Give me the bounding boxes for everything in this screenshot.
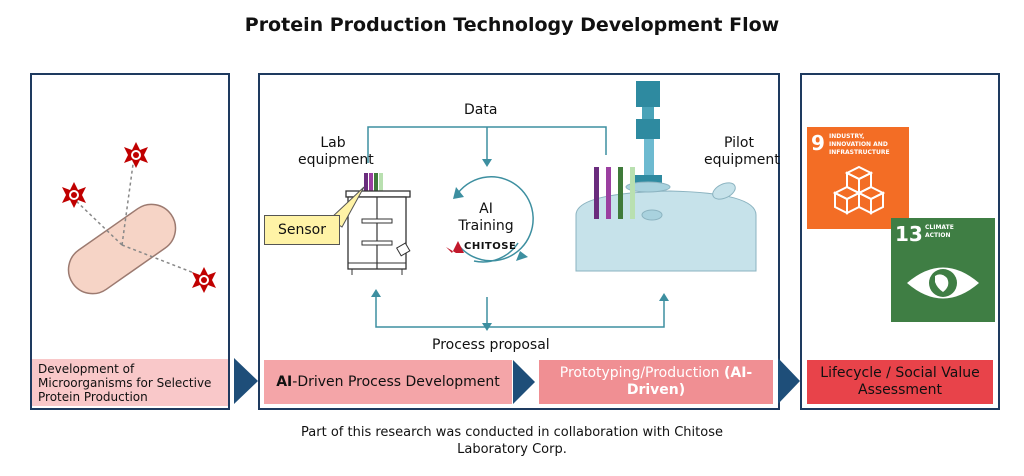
- page-title: Protein Production Technology Developmen…: [244, 14, 780, 36]
- eye-globe-icon: [907, 267, 979, 299]
- flow-arrow-icon: [778, 358, 800, 404]
- microorganism-panel: Development of Microorganisms for Select…: [30, 73, 230, 410]
- sensor-callout: Sensor: [264, 215, 340, 245]
- microorganism-label: Development of Microorganisms for Select…: [32, 359, 228, 406]
- pilot-equipment-label: Pilot equipment: [704, 135, 780, 168]
- process-development-text: -Driven Process Development: [292, 373, 500, 390]
- pilot-reactor-icon: [575, 81, 757, 272]
- process-panel: Data Lab equipment Sensor AI Training CH…: [258, 73, 780, 410]
- lab-reactor-icon: [345, 171, 411, 275]
- ai-training-label: AI Training: [458, 201, 514, 234]
- process-development-bold: AI: [276, 373, 293, 390]
- production-label: Prototyping/Production (AI-Driven): [539, 360, 773, 404]
- footnote: Part of this research was conducted in c…: [301, 425, 723, 457]
- cubes-icon: [832, 165, 886, 215]
- sdg9-badge: 9 INDUSTRY, INNOVATION AND INFRASTRUCTUR…: [807, 127, 909, 229]
- sdg13-badge: 13 CLIMATE ACTION: [891, 218, 995, 322]
- chitose-logo: [446, 241, 464, 253]
- process-proposal-label: Process proposal: [432, 337, 550, 353]
- protein-icon: [62, 182, 86, 208]
- sdg13-text: CLIMATE ACTION: [925, 224, 954, 239]
- flow-arrow-icon: [234, 358, 258, 404]
- protein-icon: [124, 142, 148, 168]
- chitose-logo-text: CHITOSE: [464, 241, 517, 252]
- sdg13-number: 13: [895, 222, 923, 246]
- sdg9-number: 9: [811, 131, 825, 155]
- lifecycle-label: Lifecycle / Social Value Assessment: [807, 360, 993, 404]
- microorganism-illustration: [62, 142, 216, 295]
- process-illustration: [329, 81, 757, 331]
- production-text: Prototyping/Production: [559, 365, 724, 381]
- lab-equipment-label: Lab equipment: [298, 135, 374, 168]
- production-bold: (AI-Driven): [626, 365, 753, 398]
- lifecycle-panel: 9 INDUSTRY, INNOVATION AND INFRASTRUCTUR…: [800, 73, 1000, 410]
- sdg9-text: INDUSTRY, INNOVATION AND INFRASTRUCTURE: [829, 133, 890, 156]
- process-development-label: AI-Driven Process Development: [264, 360, 512, 404]
- data-label: Data: [464, 102, 498, 118]
- flow-arrow-icon: [513, 360, 535, 404]
- protein-icon: [192, 267, 216, 293]
